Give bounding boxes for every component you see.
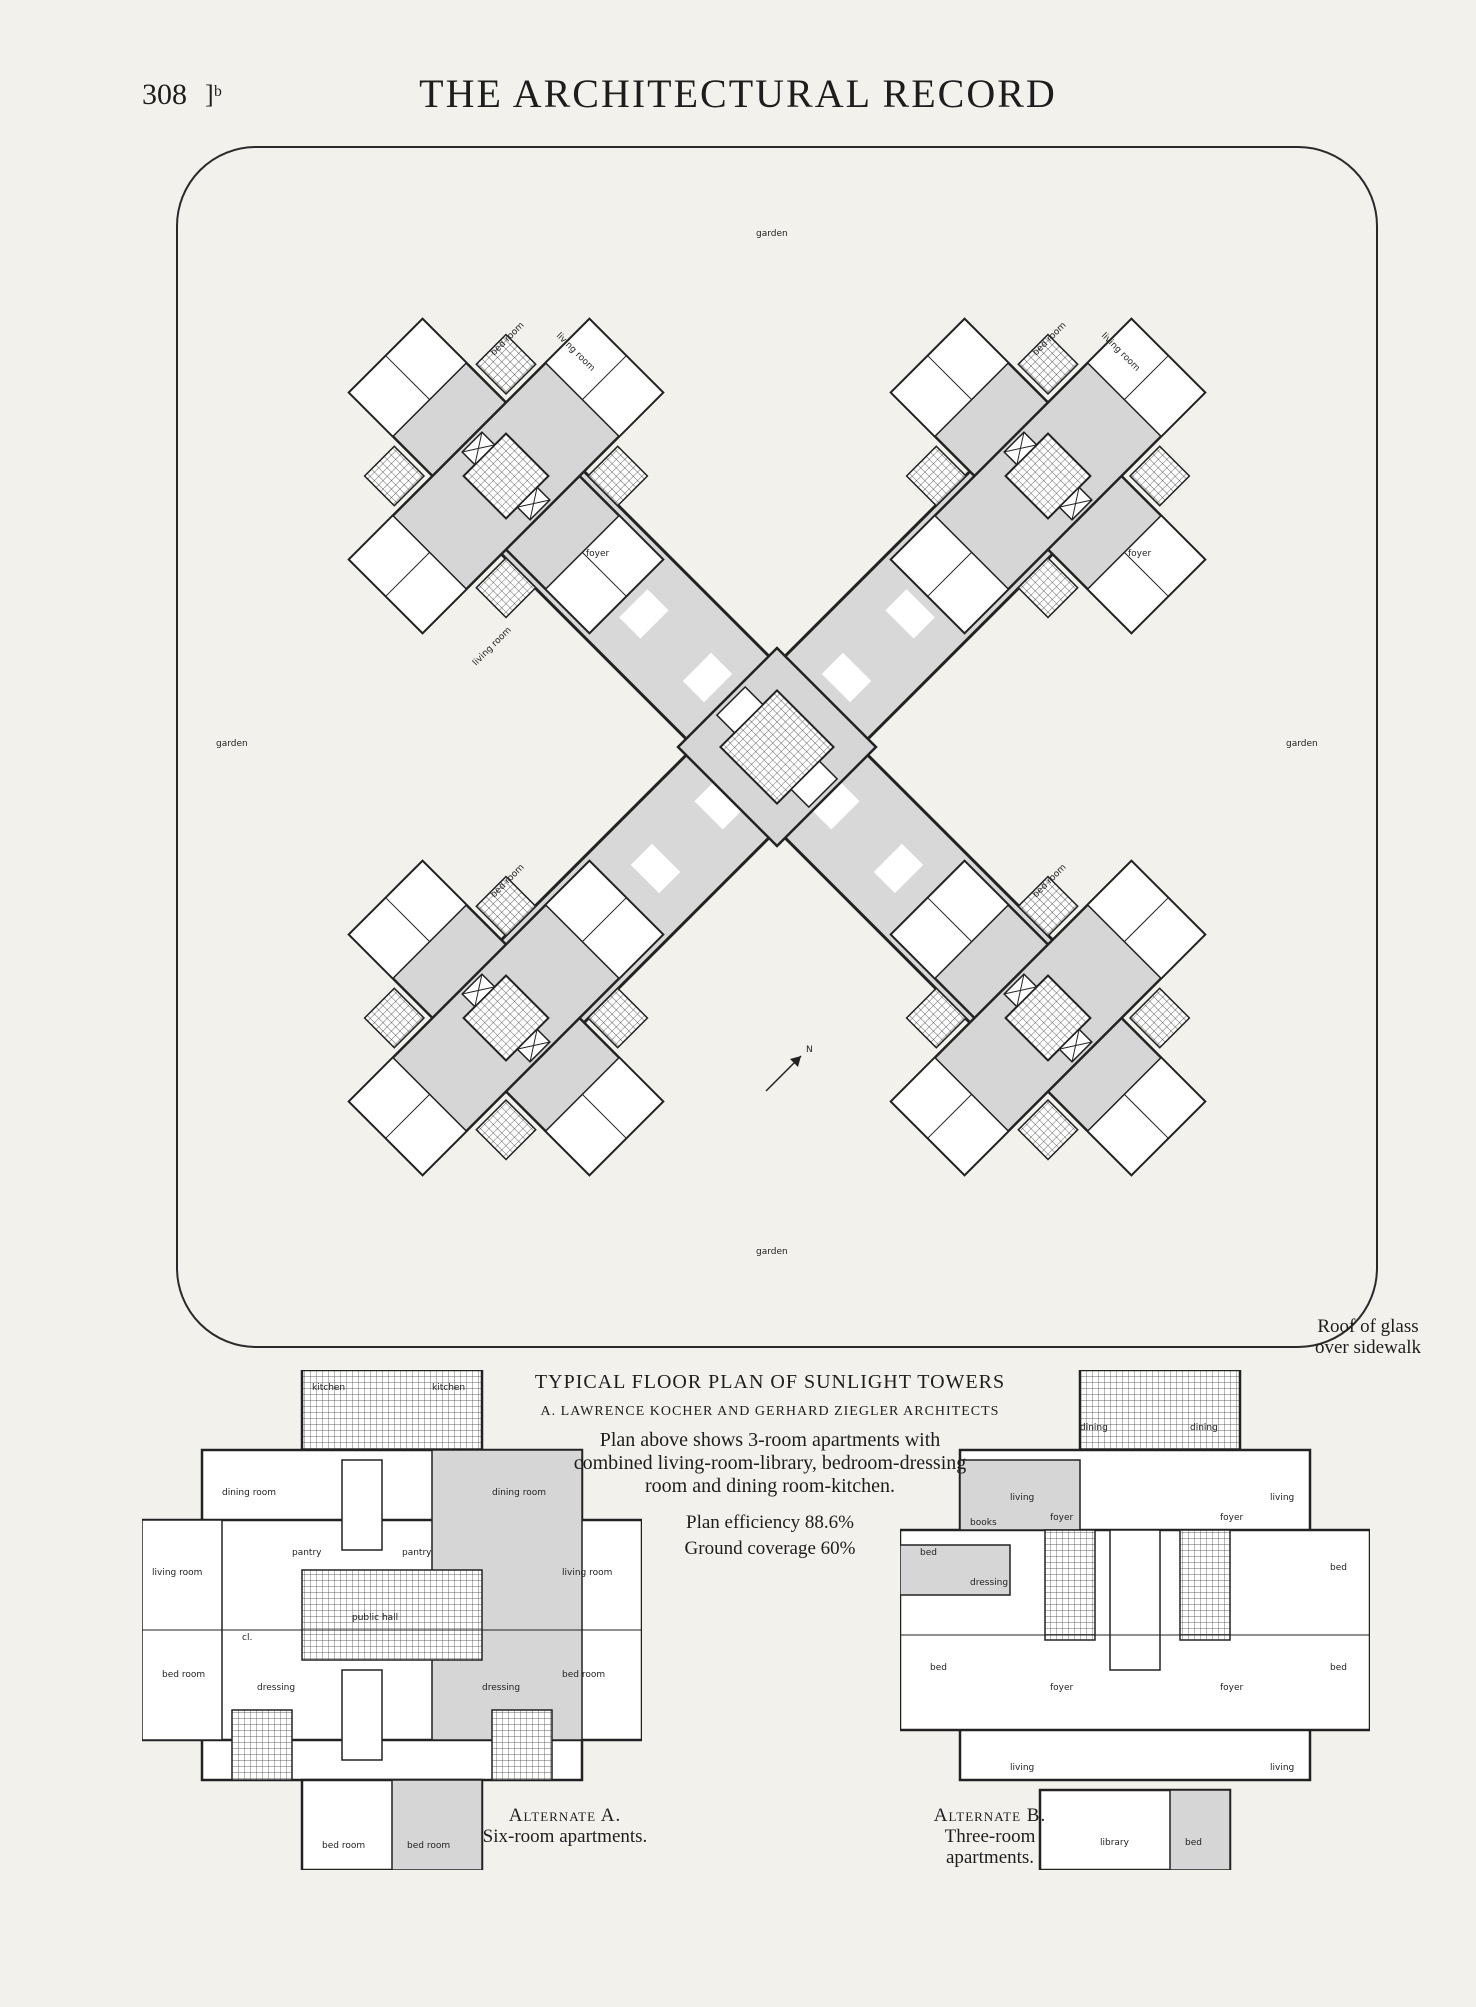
- alt-a-bed-room-bottom-left: bed room: [322, 1841, 365, 1851]
- alt-a-living-room-left: living room: [152, 1568, 202, 1578]
- main-floor-plan: bed room living room bed room living roo…: [216, 229, 1318, 1260]
- journal-title: THE ARCHITECTURAL RECORD: [419, 71, 1057, 116]
- alternate-a-floor-plan: kitchen kitchen dining room dining room …: [142, 1370, 642, 1870]
- garden-label-left: garden: [216, 739, 248, 749]
- alt-a-public-hall: public hall: [352, 1613, 398, 1623]
- alt-b-dressing: dressing: [970, 1578, 1008, 1588]
- alt-a-dressing-left: dressing: [257, 1683, 295, 1693]
- alt-a-closet: cl.: [242, 1633, 252, 1643]
- alt-b-dining-left: dining: [1080, 1423, 1108, 1433]
- room-label-foyer: foyer: [586, 549, 610, 559]
- alt-b-library: library: [1100, 1838, 1130, 1848]
- alt-b-bed-lower-left: bed: [930, 1663, 947, 1673]
- plan-frame: [176, 146, 1378, 1348]
- central-core: [676, 646, 878, 848]
- alt-a-bed-room-right: bed room: [562, 1670, 605, 1680]
- page-mark: ]ᵇ: [205, 80, 222, 109]
- alt-b-living-left: living: [1010, 1493, 1034, 1503]
- alt-a-dressing-right: dressing: [482, 1683, 520, 1693]
- alt-a-dining-room-left: dining room: [222, 1488, 276, 1498]
- alt-b-living-right: living: [1270, 1493, 1294, 1503]
- caption-description: Plan above shows 3-room apartments with …: [573, 1429, 967, 1497]
- garden-label-bottom: garden: [756, 1247, 788, 1257]
- alt-b-foyer-top-left: foyer: [1050, 1513, 1074, 1523]
- alternate-b-desc: Three-room apartments.: [944, 1826, 1036, 1868]
- alt-a-kitchen-right: kitchen: [432, 1383, 465, 1393]
- alt-b-foyer-bottom-right: foyer: [1220, 1683, 1244, 1693]
- garden-label-right: garden: [1286, 739, 1318, 749]
- alt-a-bed-room-left: bed room: [162, 1670, 205, 1680]
- north-arrow-icon: N: [765, 1045, 813, 1092]
- caption-authors: A. LAWRENCE KOCHER AND GERHARD ZIEGLER A…: [540, 1404, 1000, 1419]
- alt-b-bed-bottom: bed: [1185, 1838, 1202, 1848]
- north-label: N: [806, 1045, 813, 1055]
- plan-efficiency: Plan efficiency 88.6%: [686, 1512, 854, 1533]
- alt-b-living-bottom-left: living: [1010, 1763, 1034, 1773]
- alt-b-foyer-top-right: foyer: [1220, 1513, 1244, 1523]
- alt-b-bed-lower-right: bed: [1330, 1663, 1347, 1673]
- alt-b-living-bottom-right: living: [1270, 1763, 1294, 1773]
- alt-a-dining-room-right: dining room: [492, 1488, 546, 1498]
- roof-note: Roof of glass over sidewalk: [1314, 1316, 1422, 1358]
- alt-b-bed-right: bed: [1330, 1563, 1347, 1573]
- alt-a-pantry-right: pantry: [402, 1548, 432, 1558]
- alt-b-foyer-bottom-left: foyer: [1050, 1683, 1074, 1693]
- garden-label-top: garden: [756, 229, 788, 239]
- alt-a-pantry-left: pantry: [292, 1548, 322, 1558]
- ground-coverage: Ground coverage 60%: [684, 1538, 856, 1559]
- room-label-foyer: foyer: [1128, 549, 1152, 559]
- alt-a-bed-room-bottom-right: bed room: [407, 1841, 450, 1851]
- alternate-b-floor-plan: dining dining living living books foyer …: [900, 1370, 1370, 1870]
- alternate-a-name: Alternate A.: [508, 1805, 622, 1826]
- alternate-b-caption: Alternate B. Three-room apartments.: [905, 1805, 1075, 1868]
- alternate-b-name: Alternate B.: [933, 1805, 1047, 1826]
- plan-caption: TYPICAL FLOOR PLAN OF SUNLIGHT TOWERS A.…: [520, 1370, 1020, 1560]
- alternate-a-caption: Alternate A. Six-room apartments.: [480, 1805, 650, 1847]
- alt-a-living-room-right: living room: [562, 1568, 612, 1578]
- caption-title: TYPICAL FLOOR PLAN OF SUNLIGHT TOWERS: [534, 1371, 1006, 1393]
- alt-a-kitchen-left: kitchen: [312, 1383, 345, 1393]
- alternate-a-desc: Six-room apartments.: [482, 1826, 648, 1847]
- alt-b-bed-left: bed: [920, 1548, 937, 1558]
- page-number: 308: [142, 78, 187, 111]
- alt-b-books: books: [970, 1518, 997, 1528]
- alt-b-dining-right: dining: [1190, 1423, 1218, 1433]
- room-label-living-room: living room: [471, 625, 514, 668]
